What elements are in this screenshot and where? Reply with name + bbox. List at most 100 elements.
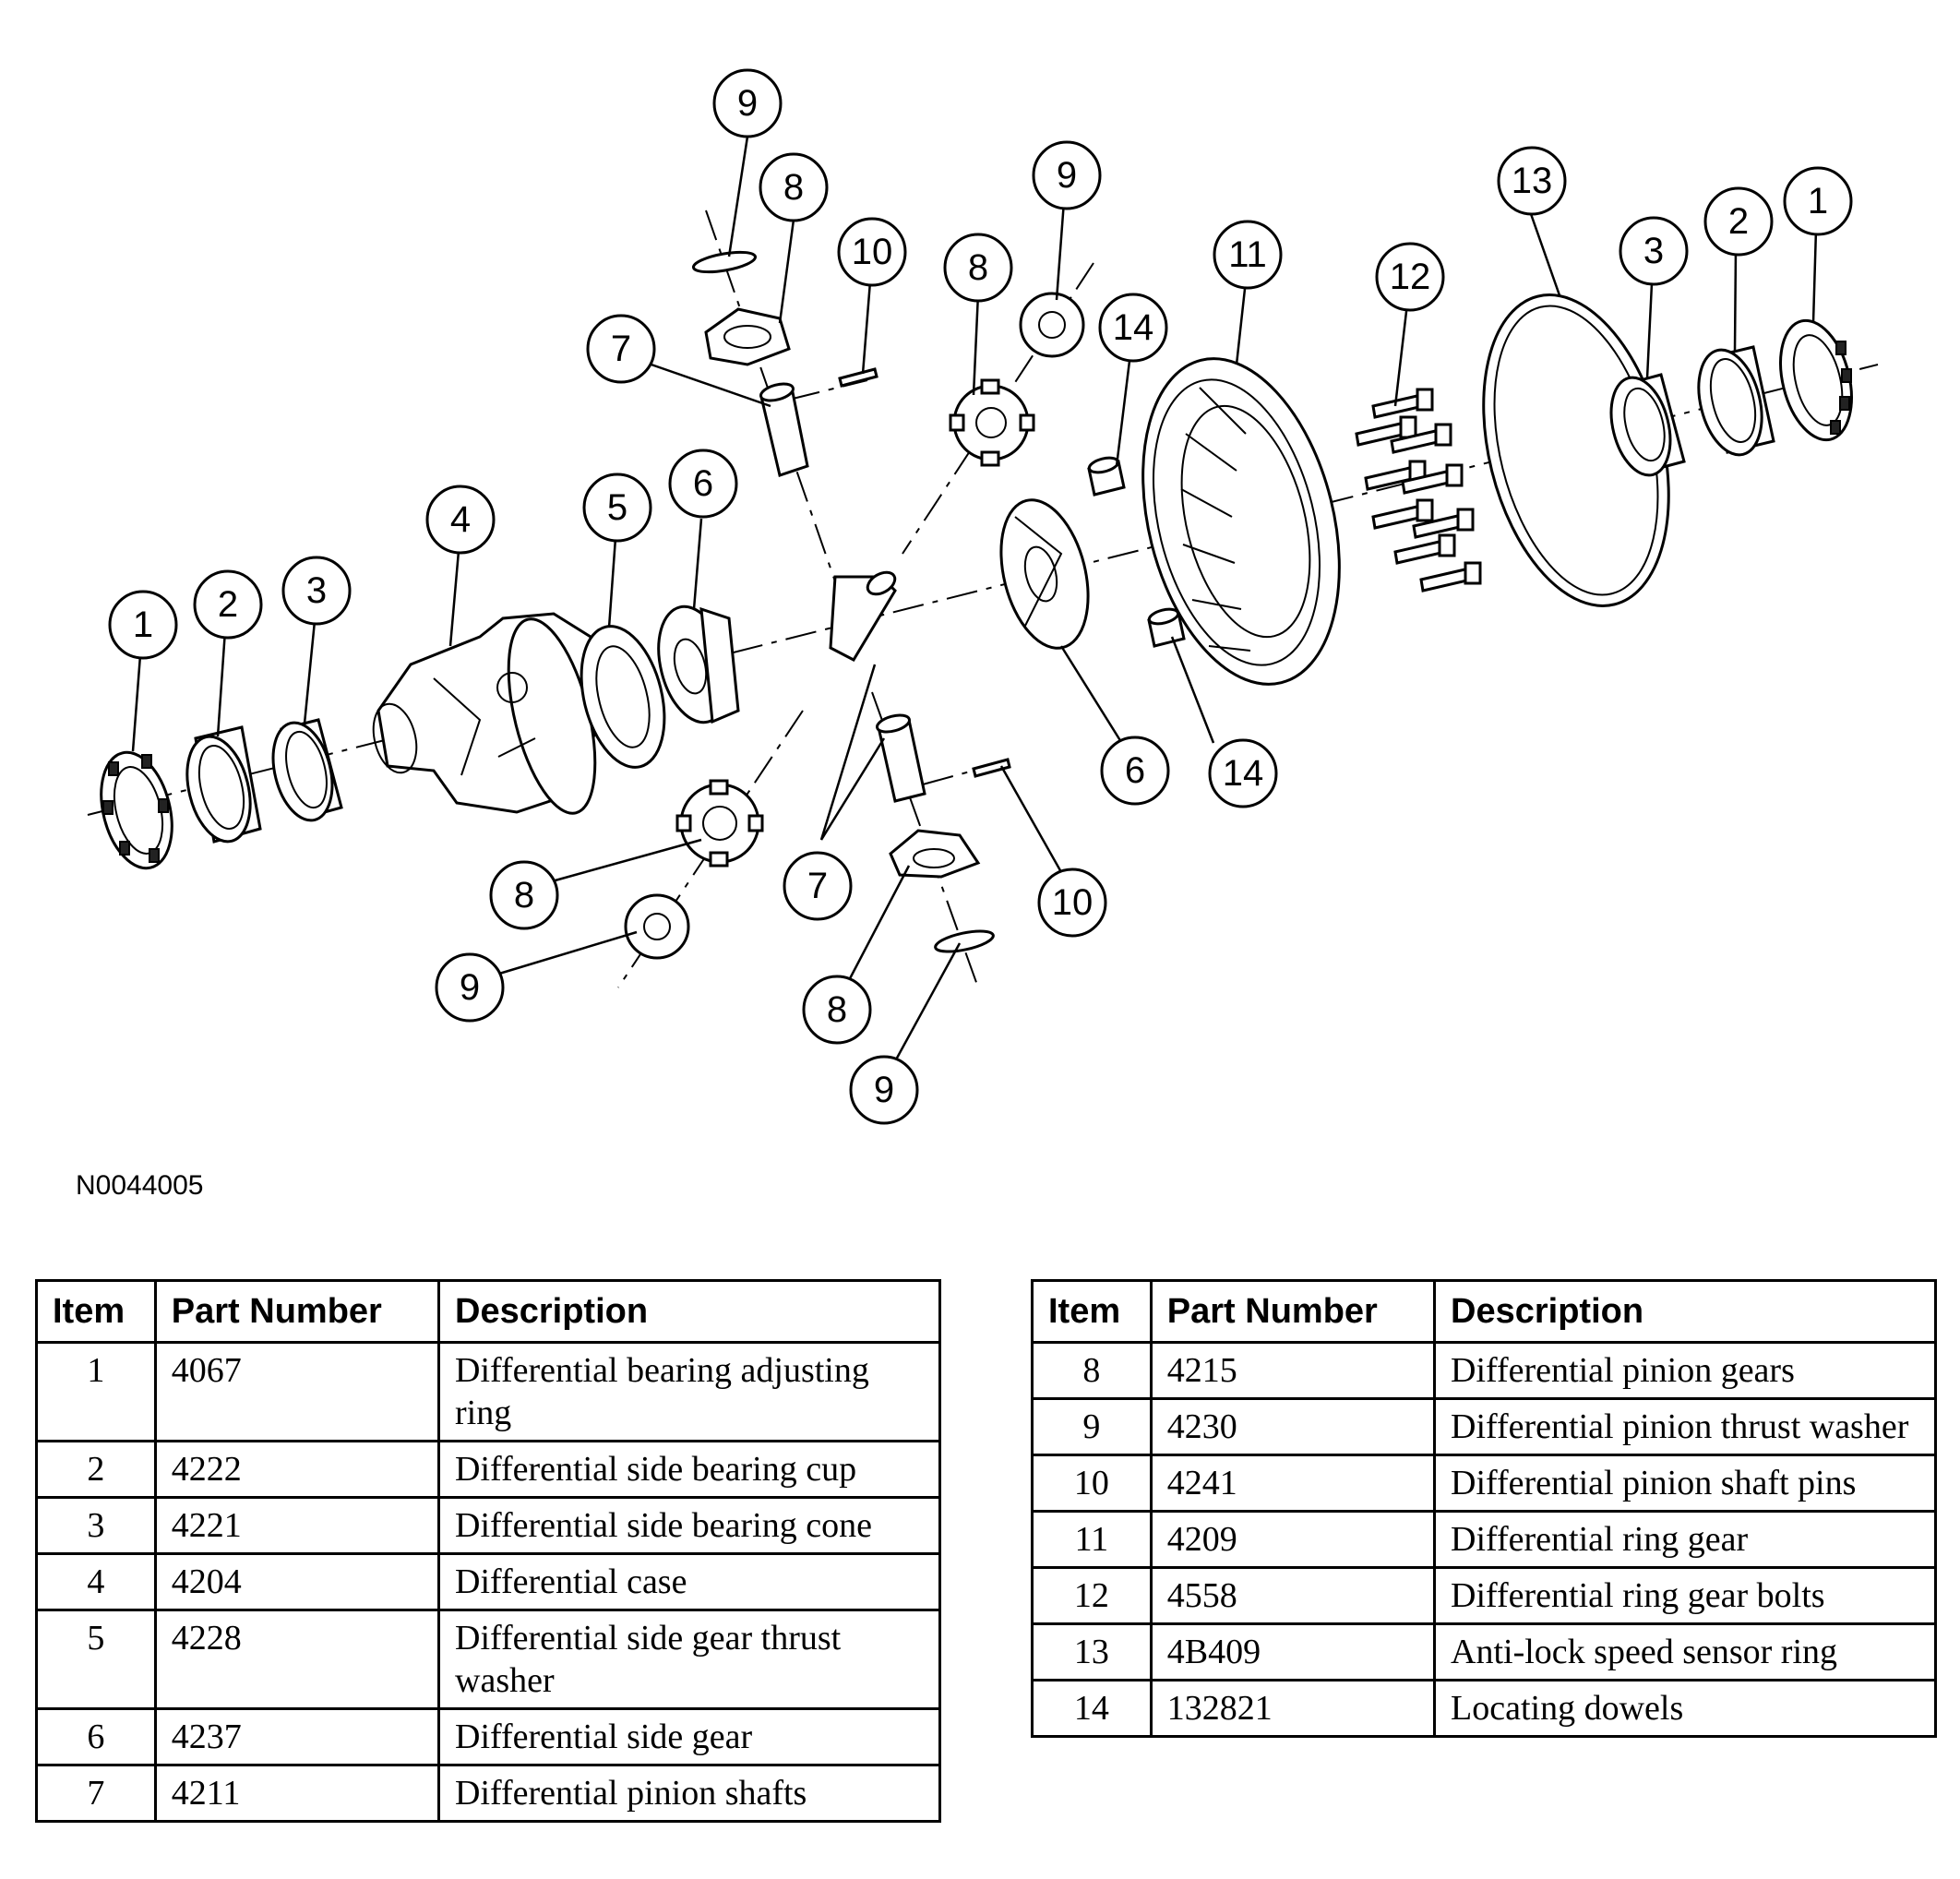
svg-text:2: 2 [218,584,238,625]
ring-gear [1141,357,1341,686]
part-number-cell: 4204 [153,1552,441,1611]
pinion-gear-lower-right [889,829,981,879]
parts-table-left: Item Part Number Description 1 4067 Diff… [35,1279,941,1823]
svg-text:6: 6 [1125,750,1145,791]
table-row: 1 4067 Differential bearing adjusting ri… [35,1341,941,1442]
callout-2-right: 2 [1703,186,1774,257]
description-cell: Differential case [437,1552,941,1611]
svg-text:3: 3 [1643,231,1664,271]
callout-12: 12 [1375,242,1445,312]
ring-gear-bolts [1355,388,1482,592]
pinion-shaft-pin-lower [972,758,1011,778]
part-number-cell: 132821 [1149,1679,1437,1738]
part-number-cell: 4230 [1149,1397,1437,1456]
description-cell: Differential side gear [437,1707,941,1766]
svg-text:7: 7 [807,866,828,906]
description-cell: Differential pinion gears [1433,1341,1937,1400]
svg-text:1: 1 [1808,181,1828,221]
callout-1-left: 1 [108,590,178,660]
locating-dowel-upper [1087,456,1126,497]
pinion-shaft-lower [875,713,926,803]
adjusting-ring-right [1779,318,1853,442]
svg-text:14: 14 [1113,307,1154,348]
locating-dowel-lower [1147,607,1186,648]
description-cell: Differential ring gear [1433,1510,1937,1569]
callout-10-top: 10 [837,217,907,287]
callout-5: 5 [582,473,652,543]
svg-text:3: 3 [306,570,327,611]
pinion-thrust-washer-top [691,250,758,274]
callout-3-right: 3 [1619,216,1689,286]
table-row: 12 4558 Differential ring gear bolts [1031,1566,1937,1625]
description-cell: Differential pinion thrust washer [1433,1397,1937,1456]
pinion-thrust-washer-bottom [934,929,995,953]
table-row: 7 4211 Differential pinion shafts [35,1764,941,1823]
callout-9-bottom: 9 [849,1055,919,1125]
leader-lines [131,136,1818,1062]
side-gear-thrust-washer-left [580,625,666,769]
callout-6-right: 6 [1100,736,1170,806]
part-number-cell: 4B409 [1149,1622,1437,1682]
column-header-description: Description [1433,1279,1937,1344]
part-number-cell: 4558 [1149,1566,1437,1625]
column-header-part-number: Part Number [153,1279,441,1344]
part-number-cell: 4209 [1149,1510,1437,1569]
description-cell: Differential side gear thrust washer [437,1609,941,1710]
callout-9-upper-right: 9 [1032,140,1102,210]
item-cell: 14 [1031,1679,1153,1738]
item-cell: 3 [35,1496,157,1555]
description-cell: Differential side bearing cone [437,1496,941,1555]
callout-9-top: 9 [712,68,783,138]
exploded-view-diagram: 9 8 10 7 8 9 14 11 12 13 3 2 1 4 5 6 1 2… [87,68,1879,1125]
callout-7-bottom: 7 [783,851,853,921]
table-header-row: Item Part Number Description [1031,1279,1937,1344]
callout-14-bottom: 14 [1208,738,1278,808]
callout-2-left: 2 [193,569,263,640]
svg-text:7: 7 [611,329,631,369]
svg-text:10: 10 [852,232,893,272]
item-cell: 7 [35,1764,157,1823]
item-cell: 11 [1031,1510,1153,1569]
svg-text:9: 9 [737,83,758,124]
table-row: 10 4241 Differential pinion shaft pins [1031,1454,1937,1513]
bearing-cup-left [185,725,262,844]
item-cell: 10 [1031,1454,1153,1513]
pinion-shaft-upper [759,382,809,477]
part-number-cell: 4228 [153,1609,441,1710]
part-number-cell: 4211 [153,1764,441,1823]
callout-4: 4 [425,485,496,555]
column-header-item: Item [1031,1279,1153,1344]
side-gear-left [657,604,740,724]
table-header-row: Item Part Number Description [35,1279,941,1344]
svg-text:14: 14 [1223,753,1264,794]
side-gear-right [999,498,1090,650]
item-cell: 13 [1031,1622,1153,1682]
pinion-gear-lower-left [675,779,764,868]
svg-text:12: 12 [1390,257,1431,297]
callout-7-top: 7 [586,314,656,384]
callout-6-left: 6 [668,449,738,519]
item-cell: 6 [35,1707,157,1766]
svg-text:8: 8 [968,247,988,288]
table-row: 6 4237 Differential side gear [35,1707,941,1766]
svg-text:1: 1 [133,604,153,645]
figure-code: N0044005 [76,1170,204,1201]
svg-text:9: 9 [460,967,480,1008]
description-cell: Differential pinion shafts [437,1764,941,1823]
callout-13: 13 [1497,146,1567,216]
adjusting-ring-left [100,750,173,870]
table-row: 8 4215 Differential pinion gears [1031,1341,1937,1400]
description-cell: Locating dowels [1433,1679,1937,1738]
svg-text:13: 13 [1512,161,1553,201]
item-cell: 4 [35,1552,157,1611]
part-number-cell: 4221 [153,1496,441,1555]
item-cell: 12 [1031,1566,1153,1625]
callout-10-bottom: 10 [1037,868,1107,938]
svg-text:6: 6 [693,463,713,504]
pinion-shaft-center [829,570,897,662]
description-cell: Differential bearing adjusting ring [437,1341,941,1442]
item-cell: 9 [1031,1397,1153,1456]
parts-table-right: Item Part Number Description 8 4215 Diff… [1031,1279,1937,1738]
svg-text:9: 9 [1057,155,1077,196]
description-cell: Differential ring gear bolts [1433,1566,1937,1625]
